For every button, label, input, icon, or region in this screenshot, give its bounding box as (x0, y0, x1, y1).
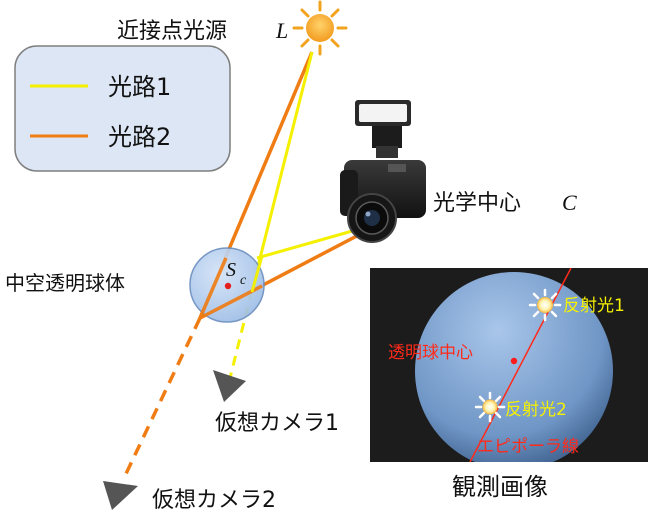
camera-symbol: C (562, 190, 577, 215)
reflection-1-label: 反射光1 (563, 296, 625, 316)
observed-sphere (415, 272, 613, 462)
path1-incident-line (250, 51, 314, 291)
legend-box (14, 45, 231, 172)
epipolar-line-label: エピポーラ線 (477, 437, 579, 457)
path1-virtual-line (228, 289, 254, 379)
epipolar-line (469, 268, 572, 462)
path2-virtual-line (122, 317, 202, 479)
sphere-center-label: 透明球中心 (388, 343, 473, 363)
observed-image-caption: 観測画像 (452, 473, 548, 501)
legend-label-path2: 光路2 (108, 123, 171, 151)
virtual-camera-2: 仮想カメラ2 (103, 481, 276, 513)
light-source: 近接点光源 L (117, 0, 348, 56)
hollow-sphere: S c 中空透明球体 (5, 247, 265, 323)
sun-icon (292, 0, 348, 56)
sphere-label: 中空透明球体 (5, 271, 125, 295)
virtual-camera-1-arrow-icon (213, 370, 246, 402)
reflection-1-glint-icon (528, 288, 562, 322)
virtual-camera-1-label: 仮想カメラ1 (215, 411, 339, 436)
legend: 光路1 光路2 (14, 45, 231, 172)
sphere-center-dot (224, 282, 232, 290)
light-source-symbol: L (275, 18, 288, 43)
light-source-label: 近接点光源 (117, 19, 227, 44)
reflection-2-glint-icon (474, 391, 506, 423)
virtual-camera-2-label: 仮想カメラ2 (152, 488, 276, 513)
reflection-2-label: 反射光2 (505, 400, 567, 420)
observed-sphere-center-dot (510, 357, 518, 365)
virtual-camera-1: 仮想カメラ1 (213, 370, 339, 436)
camera-icon (340, 100, 426, 243)
observed-image: 反射光1 反射光2 透明球中心 エピポーラ線 観測画像 (370, 268, 648, 501)
sphere-center-symbol: S (226, 259, 236, 281)
legend-label-path1: 光路1 (108, 73, 171, 101)
virtual-camera-2-arrow-icon (103, 481, 138, 510)
camera-label: 光学中心 (433, 191, 521, 216)
sphere-center-subscript: c (240, 273, 247, 288)
